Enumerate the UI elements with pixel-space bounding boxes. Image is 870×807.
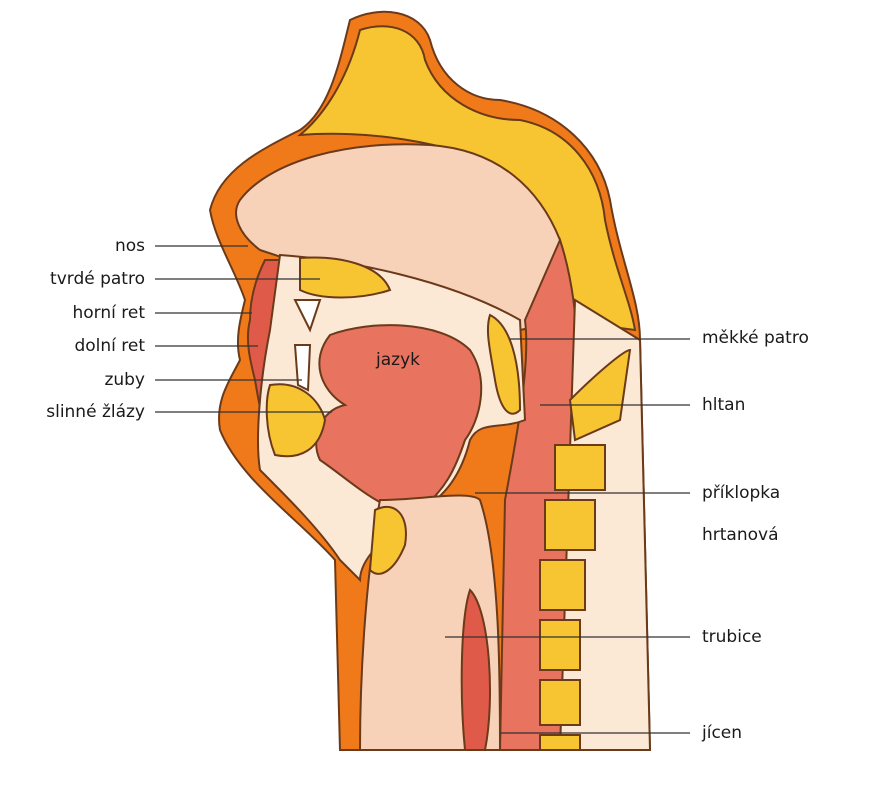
label-hard-palate: tvrdé patro: [50, 269, 145, 289]
label-soft-palate: měkké patro: [702, 328, 809, 348]
label-salivary-glands: slinné žlázy: [46, 402, 145, 422]
label-tongue: jazyk: [376, 350, 420, 370]
soft-palate: [486, 313, 522, 415]
label-pharynx: hltan: [702, 395, 746, 415]
label-trachea: trubice: [702, 627, 762, 647]
hard-palate: [299, 256, 392, 299]
leader-lines: [155, 245, 690, 734]
epiglottis: [368, 505, 407, 575]
label-nos: nos: [114, 236, 145, 256]
label-esophagus: jícen: [702, 723, 743, 743]
label-lower-lip: dolní ret: [74, 336, 145, 356]
label-epiglottis-2: hrtanová: [702, 525, 779, 545]
teeth: [293, 299, 322, 392]
jaw-bone: [265, 383, 327, 458]
spine: [539, 348, 632, 751]
trachea-detail: [460, 588, 491, 751]
label-epiglottis-1: příklopka: [702, 483, 781, 503]
label-upper-lip: horní ret: [72, 303, 145, 323]
label-teeth: zuby: [104, 370, 145, 390]
